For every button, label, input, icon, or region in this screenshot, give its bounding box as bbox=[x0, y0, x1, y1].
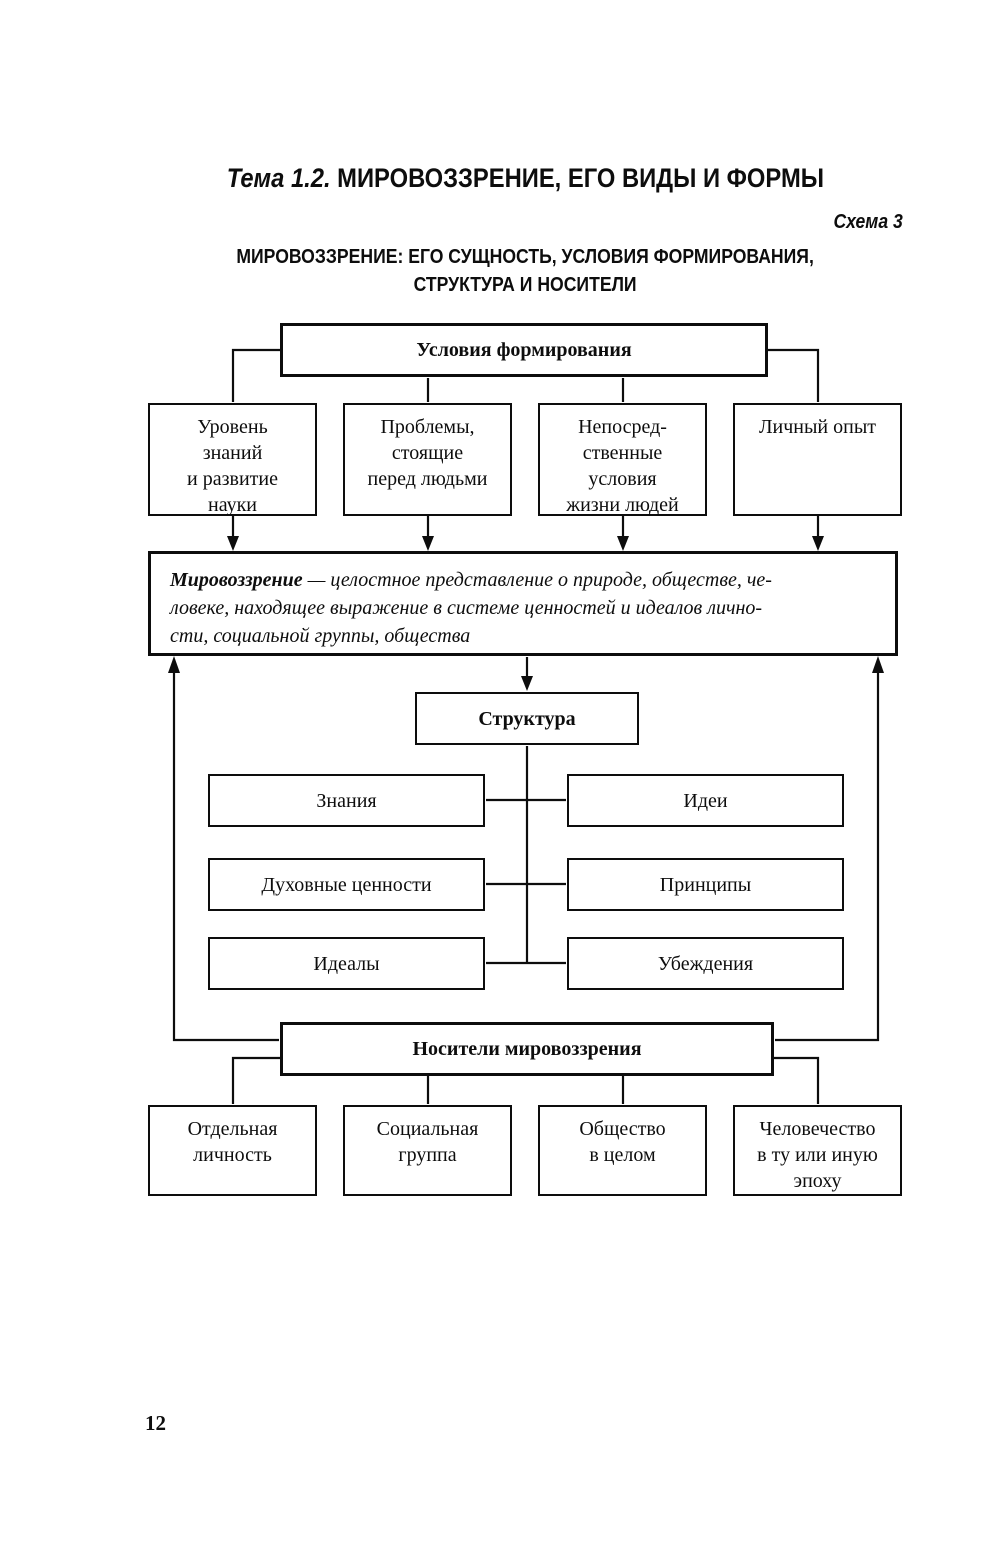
topic-number: Тема 1.2. bbox=[226, 163, 331, 193]
page-title: Тема 1.2. МИРОВОЗЗРЕНИЕ, ЕГО ВИДЫ И ФОРМ… bbox=[148, 163, 903, 194]
definition-term: Мировоззрение bbox=[170, 569, 303, 591]
definition-line2: ловеке, находящее выражение в системе це… bbox=[170, 597, 763, 619]
node-bearer-society: Общество в целом bbox=[538, 1105, 707, 1196]
diagram-heading-line1: МИРОВОЗЗРЕНИЕ: ЕГО СУЩНОСТЬ, УСЛОВИЯ ФОР… bbox=[236, 246, 815, 268]
connector-conditions-factor4 bbox=[767, 348, 820, 402]
node-structure-ideals: Идеалы bbox=[208, 937, 485, 990]
node-bearer-group: Социальная группа bbox=[343, 1105, 512, 1196]
node-structure-knowledge: Знания bbox=[208, 774, 485, 827]
diagram-heading-line2: СТРУКТУРА И НОСИТЕЛИ bbox=[414, 274, 637, 296]
arrowhead-left-up-icon bbox=[168, 656, 180, 673]
node-structure: Структура bbox=[415, 692, 639, 745]
node-factor-experience: Личный опыт bbox=[733, 403, 902, 516]
topic-title-text: МИРОВОЗЗРЕНИЕ, ЕГО ВИДЫ И ФОРМЫ bbox=[330, 163, 825, 193]
node-definition: Мировоззрение — целостное представление … bbox=[148, 551, 898, 656]
node-factor-problems: Проблемы, стоящие перед людьми bbox=[343, 403, 512, 516]
definition-line1-rest: — целостное представление о природе, общ… bbox=[302, 569, 772, 591]
definition-line3: сти, социальной группы, общества bbox=[170, 625, 471, 647]
arrowhead-right-up-icon bbox=[872, 656, 884, 673]
arrowhead-factor1-icon bbox=[227, 536, 239, 551]
connector-bearers-item1 bbox=[231, 1056, 280, 1104]
node-structure-ideas: Идеи bbox=[567, 774, 844, 827]
node-bearers: Носители мировоззрения bbox=[280, 1022, 774, 1076]
node-structure-principles: Принципы bbox=[567, 858, 844, 911]
connector-conditions-factor1 bbox=[231, 348, 281, 402]
arrowhead-factor4-icon bbox=[812, 536, 824, 551]
schema-label: Схема 3 bbox=[824, 211, 903, 234]
arrowhead-structure-icon bbox=[521, 676, 533, 691]
node-structure-beliefs: Убеждения bbox=[567, 937, 844, 990]
page-number: 12 bbox=[145, 1411, 166, 1435]
node-bearer-humanity: Человечество в ту или иную эпоху bbox=[733, 1105, 902, 1196]
node-bearer-person: Отдельная личность bbox=[148, 1105, 317, 1196]
node-factor-knowledge: Уровень знаний и развитие науки bbox=[148, 403, 317, 516]
node-factor-conditions: Непосред- ственные условия жизни людей bbox=[538, 403, 707, 516]
node-structure-values: Духовные ценности bbox=[208, 858, 485, 911]
arrowhead-factor2-icon bbox=[422, 536, 434, 551]
definition-line1: Мировоззрение — целостное представление … bbox=[170, 566, 877, 594]
diagram-heading: МИРОВОЗЗРЕНИЕ: ЕГО СУЩНОСТЬ, УСЛОВИЯ ФОР… bbox=[148, 243, 903, 299]
connector-bearers-item4 bbox=[774, 1056, 820, 1104]
node-conditions: Условия формирования bbox=[280, 323, 768, 377]
arrowhead-factor3-icon bbox=[617, 536, 629, 551]
schema-label-text: Схема 3 bbox=[833, 211, 903, 233]
